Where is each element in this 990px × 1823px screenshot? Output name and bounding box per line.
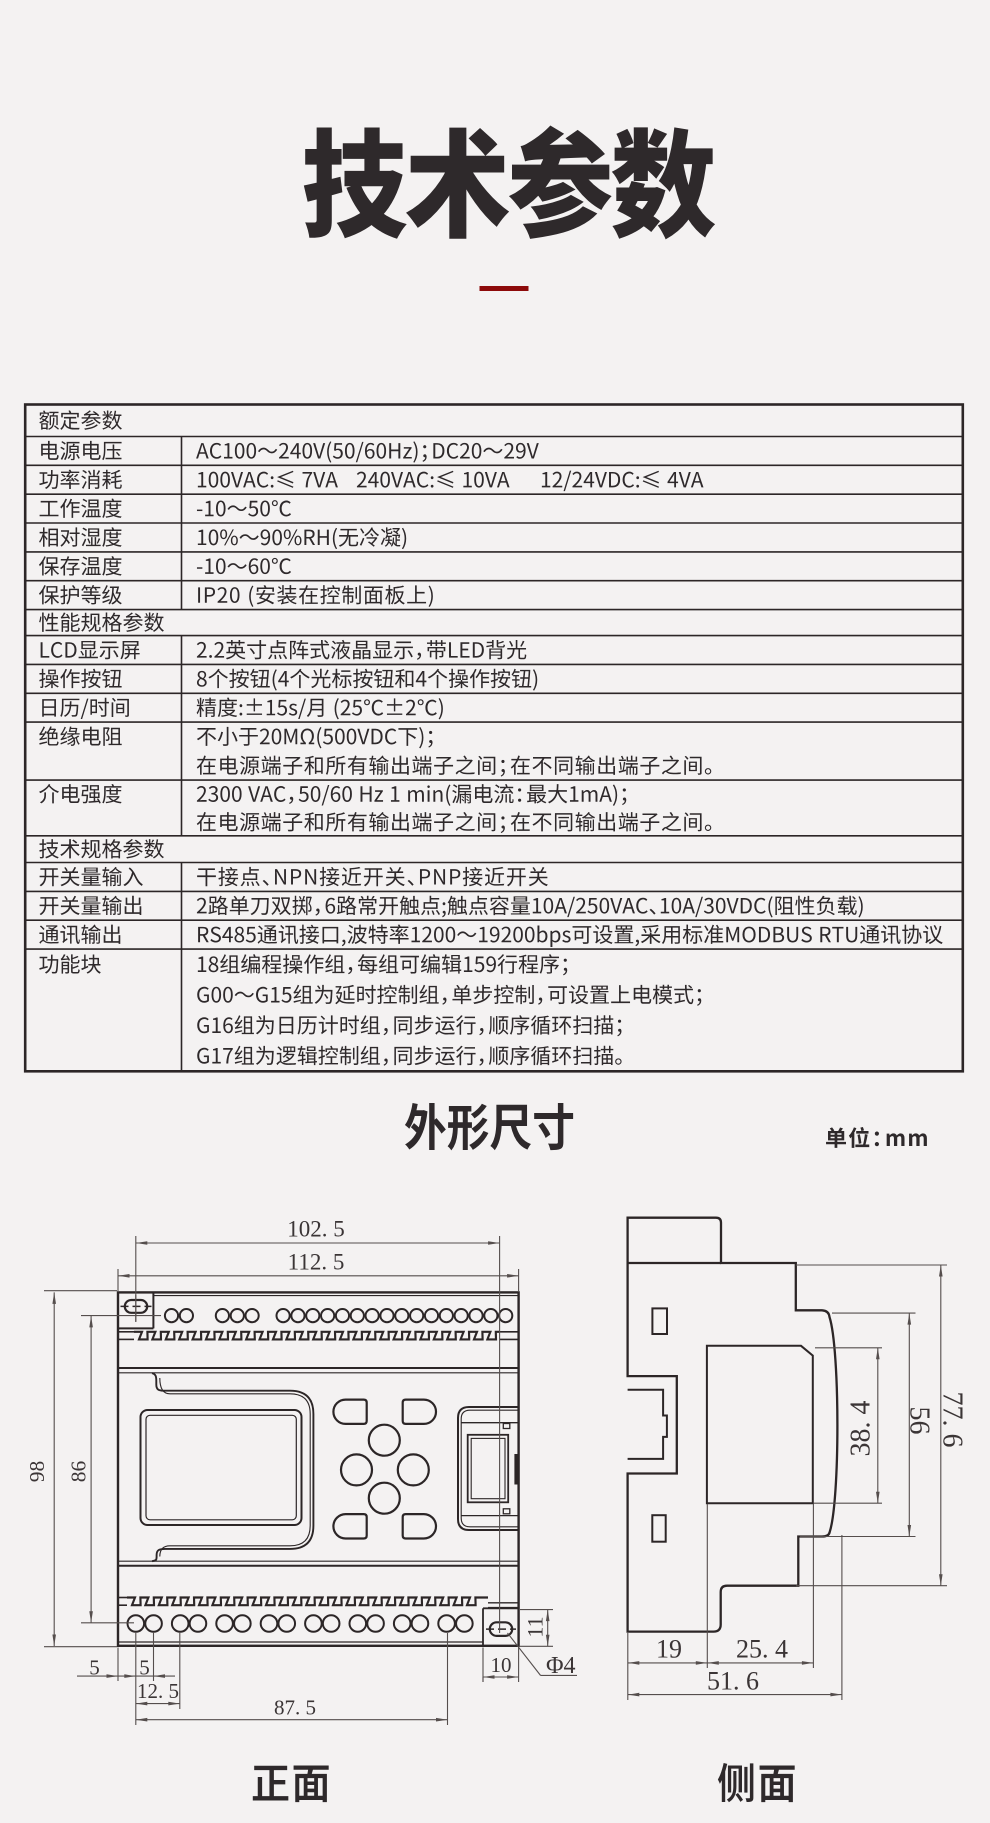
svg-text:12. 5: 12. 5 xyxy=(137,1679,179,1703)
svg-text:102. 5: 102. 5 xyxy=(287,1217,345,1242)
svg-text:11: 11 xyxy=(523,1616,548,1637)
svg-text:38. 4: 38. 4 xyxy=(846,1401,877,1457)
svg-text:Φ4: Φ4 xyxy=(546,1653,576,1679)
svg-text:19: 19 xyxy=(656,1635,682,1664)
svg-text:77. 6: 77. 6 xyxy=(937,1392,968,1448)
svg-text:98: 98 xyxy=(25,1461,49,1483)
svg-text:87. 5: 87. 5 xyxy=(274,1696,316,1720)
svg-text:25. 4: 25. 4 xyxy=(736,1635,788,1664)
svg-text:51. 6: 51. 6 xyxy=(707,1666,759,1695)
svg-text:86: 86 xyxy=(67,1461,91,1483)
svg-text:112. 5: 112. 5 xyxy=(288,1249,345,1274)
svg-text:5: 5 xyxy=(89,1656,100,1680)
svg-text:56: 56 xyxy=(904,1407,935,1435)
svg-text:5: 5 xyxy=(139,1656,150,1680)
svg-text:10: 10 xyxy=(491,1653,512,1677)
